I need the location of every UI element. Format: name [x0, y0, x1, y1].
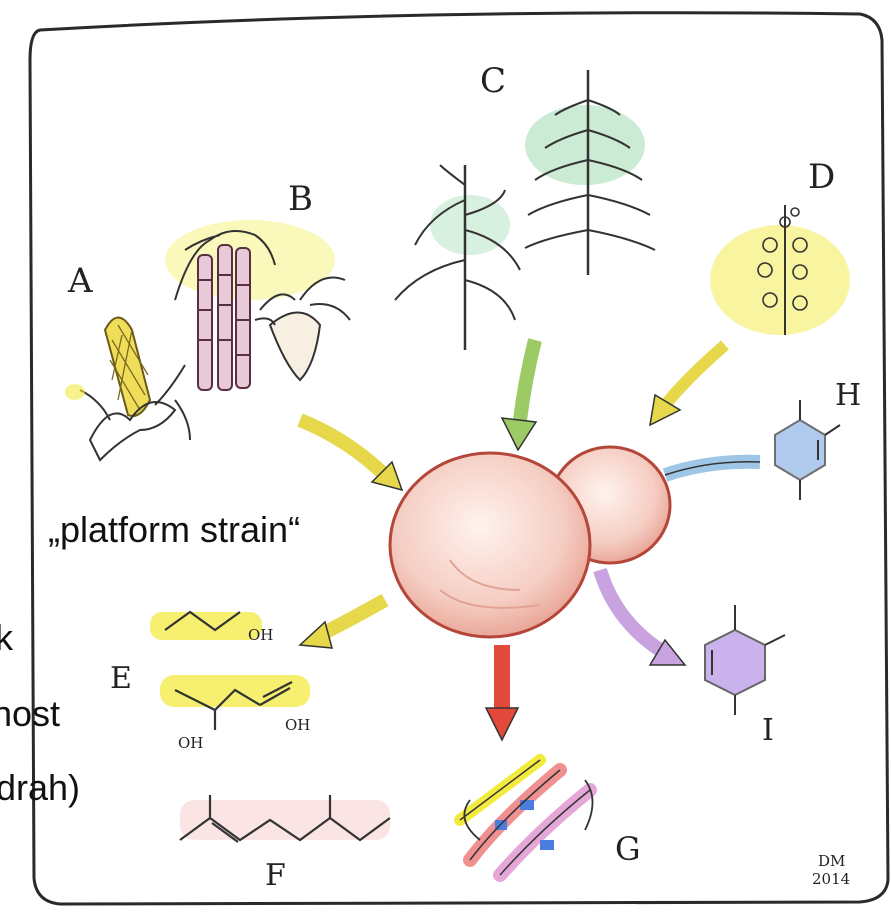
label-a: A: [67, 261, 93, 301]
yeast-cell-icon: [390, 447, 670, 637]
label-b: B: [288, 179, 313, 219]
arrow-cell-to-e: [300, 600, 385, 648]
left-edge-fragment-2: nost: [0, 693, 60, 734]
left-edge-fragment-3: drah): [0, 767, 80, 808]
arrow-c-to-cell: [502, 340, 536, 450]
left-edge-fragment-1: k: [0, 617, 14, 658]
hydroxyl-label-lactic-1: OH: [178, 734, 203, 752]
signature-initials: DM: [818, 852, 845, 870]
arrow-cell-to-g: [486, 645, 518, 740]
hydroxyl-label-ethanol: OH: [248, 626, 273, 644]
label-f: F: [265, 858, 286, 893]
isoprenoid-chain-structure: [180, 795, 390, 842]
label-d: D: [808, 157, 835, 197]
grass-plant-icon: [395, 165, 520, 350]
ethanol-structure: [150, 612, 262, 640]
label-c: C: [480, 61, 506, 101]
molecule-h-icon: [775, 400, 840, 500]
arrow-d-to-cell: [650, 345, 725, 425]
protein-structure-icon: [460, 760, 593, 875]
arrow-a-b-to-cell: [300, 420, 402, 490]
label-h: H: [835, 378, 861, 413]
arrow-cell-to-i: [600, 570, 685, 665]
label-i: I: [762, 713, 774, 748]
signature-year: 2014: [812, 870, 850, 888]
molecule-i-icon: [705, 605, 785, 715]
platform-strain-label: „platform strain“: [48, 509, 300, 550]
corn-cob-icon: [65, 318, 190, 461]
label-g: G: [615, 830, 641, 868]
label-e: E: [110, 661, 132, 696]
rapeseed-icon: [710, 205, 850, 335]
hydroxyl-label-lactic-2: OH: [285, 716, 310, 734]
conifer-tree-icon: [525, 70, 655, 275]
link-cell-to-h: [665, 462, 760, 475]
